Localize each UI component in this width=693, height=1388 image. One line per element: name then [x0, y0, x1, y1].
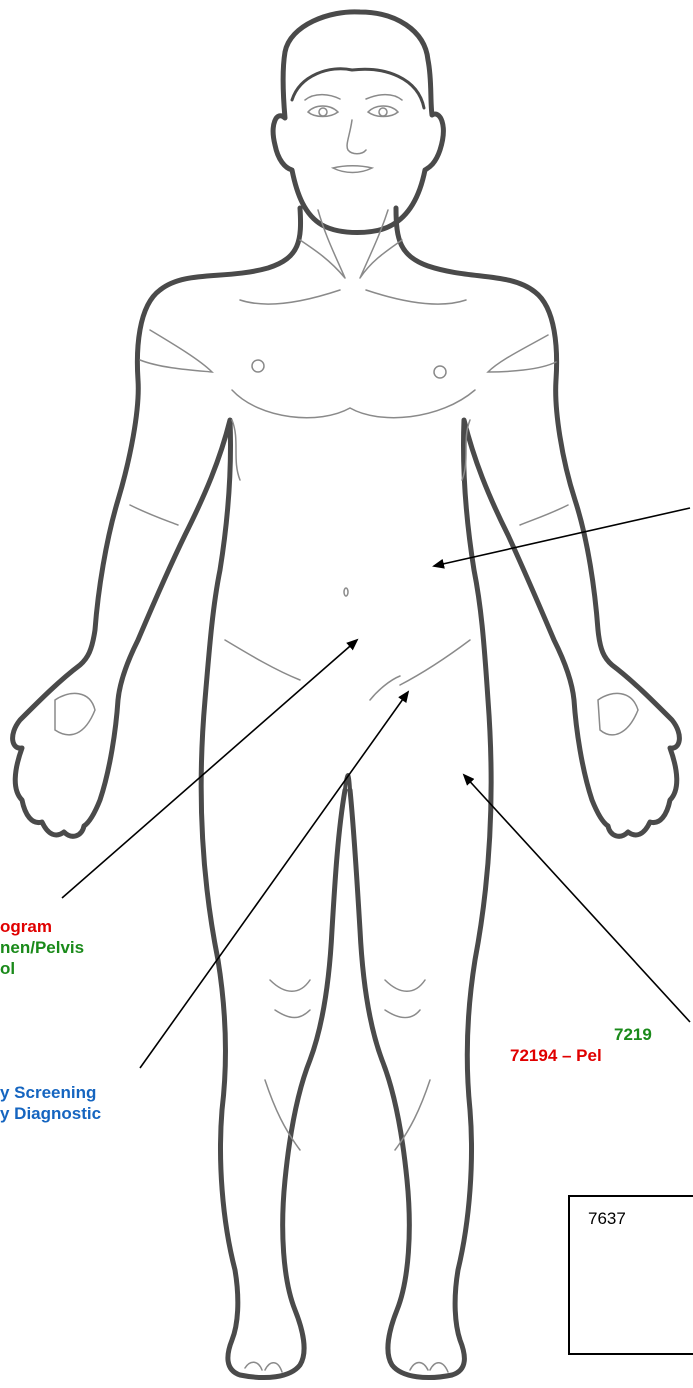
nose [347, 120, 366, 154]
label-right-line1: 7219 [614, 1024, 652, 1045]
figure-details [55, 95, 638, 1372]
label-blue-line2: y Diagnostic [0, 1103, 101, 1124]
right-palm [598, 693, 638, 734]
left-shoulder-muscle [140, 330, 212, 372]
right-knee [385, 980, 425, 1018]
feet-toes [245, 1362, 448, 1372]
left-nipple [252, 360, 264, 372]
rib-lines [232, 420, 470, 480]
brows [305, 95, 402, 100]
mouth [333, 166, 372, 173]
label-blue-line1: y Screening [0, 1082, 96, 1103]
left-body-outline [13, 208, 345, 1378]
info-box-text: 7637 [588, 1209, 626, 1229]
left-knee [270, 980, 310, 1018]
arrow-right-group [464, 775, 690, 1022]
label-left-line3: ol [0, 958, 15, 979]
navel [344, 588, 348, 596]
info-box: 7637 [568, 1195, 693, 1355]
arrow-right-upper [434, 508, 690, 566]
hip-lines [225, 640, 470, 685]
chest-lines [232, 390, 475, 418]
human-figure [13, 12, 680, 1378]
label-right-line2: 72194 – Pel [510, 1045, 602, 1066]
head-outline [273, 12, 443, 233]
label-left-line1: ogram [0, 916, 52, 937]
right-nipple [434, 366, 446, 378]
hairline [292, 69, 424, 108]
left-palm [55, 693, 95, 734]
collarbones [240, 290, 466, 304]
label-left-line2: nen/Pelvis [0, 937, 84, 958]
groin-lines [370, 676, 400, 700]
right-shoulder-muscle [488, 335, 556, 372]
